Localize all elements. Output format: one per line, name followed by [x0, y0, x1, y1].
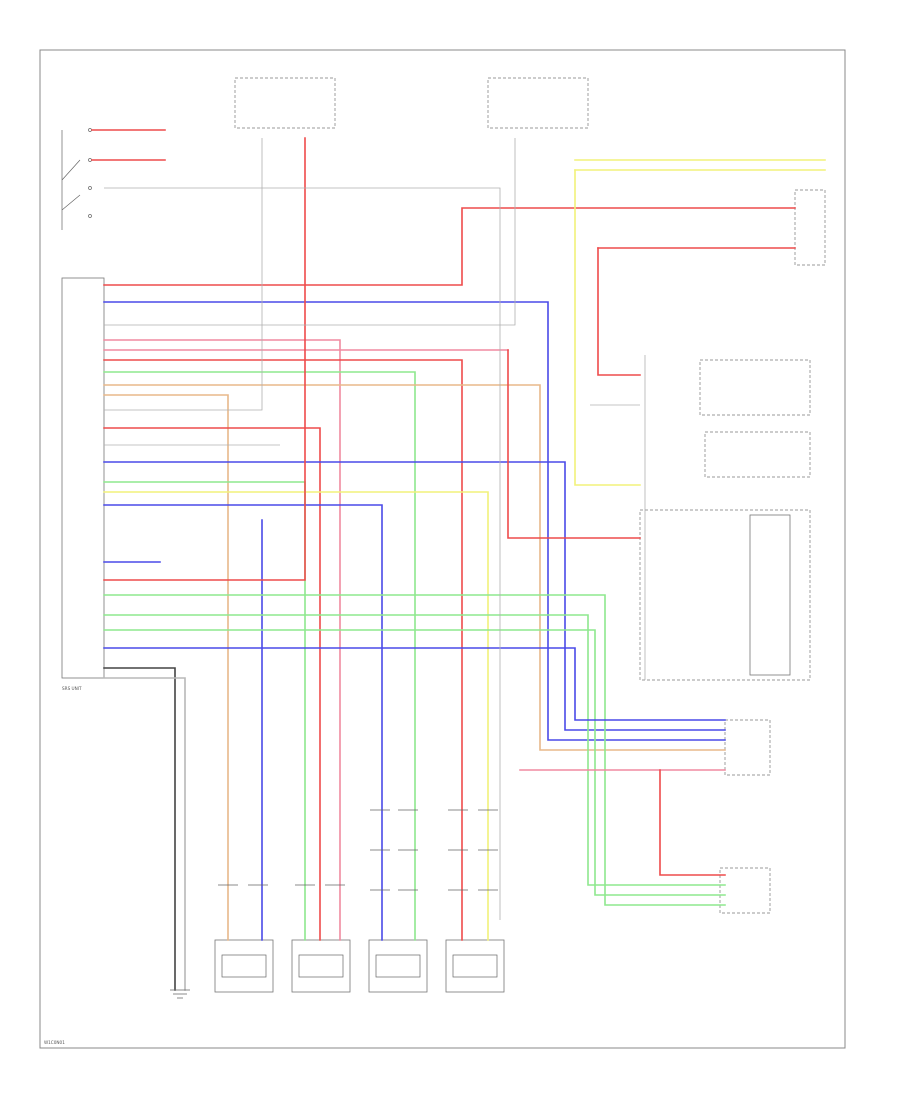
wire-red-3 — [103, 427, 321, 941]
ignition-switch — [61, 128, 92, 230]
wire-yellow-1 — [103, 491, 489, 941]
wire-green-3 — [103, 594, 726, 906]
fuse-box-left — [234, 77, 336, 129]
wire-blue-6 — [103, 647, 726, 721]
wire-red-gauge — [659, 769, 726, 876]
wire-red-top — [103, 207, 796, 286]
wire-green-2 — [103, 481, 306, 941]
right-front-connector — [794, 189, 826, 266]
weight-sensor-box — [704, 431, 811, 478]
wire-red-2 — [103, 359, 463, 941]
bottom-sensors — [214, 939, 505, 993]
wire-green-5 — [103, 629, 726, 896]
wire-blue-1 — [103, 301, 726, 741]
srs-unit-connector — [61, 277, 105, 679]
ground-symbol — [170, 989, 190, 999]
ecm-connector-block — [724, 719, 771, 776]
ecm-inner-block — [749, 514, 791, 676]
gauge-control-module-box — [699, 359, 811, 416]
wire-red-4 — [103, 137, 306, 581]
wire-blue-2 — [103, 461, 726, 731]
wire-gray-ground — [103, 677, 186, 991]
wire-orange-1 — [103, 384, 726, 751]
wire-thin-1 — [104, 138, 263, 411]
wire-yellow-down — [574, 169, 641, 486]
diagram-frame — [39, 49, 846, 1049]
footer-code: W1C0N01 — [44, 1040, 65, 1045]
bottom-connector-markers — [218, 809, 498, 891]
wire-thin-3 — [104, 138, 516, 326]
wire-thin-2 — [104, 187, 501, 920]
bottom-sensor-inner — [221, 954, 498, 978]
wire-blue-3 — [103, 504, 383, 941]
fuse-box-right — [487, 77, 589, 129]
wire-orange-2 — [103, 394, 229, 941]
wire-green-4 — [103, 614, 726, 886]
engine-control-module-box — [639, 509, 811, 681]
wire-red-right-down — [597, 247, 641, 376]
wire-pink-1 — [103, 339, 341, 941]
srs-unit-label: SRS UNIT — [62, 686, 82, 691]
wire-green-1 — [103, 371, 416, 941]
wire-black-ground — [103, 667, 176, 991]
wire-red-mid — [507, 349, 641, 539]
gauge-connector-block — [719, 867, 771, 914]
